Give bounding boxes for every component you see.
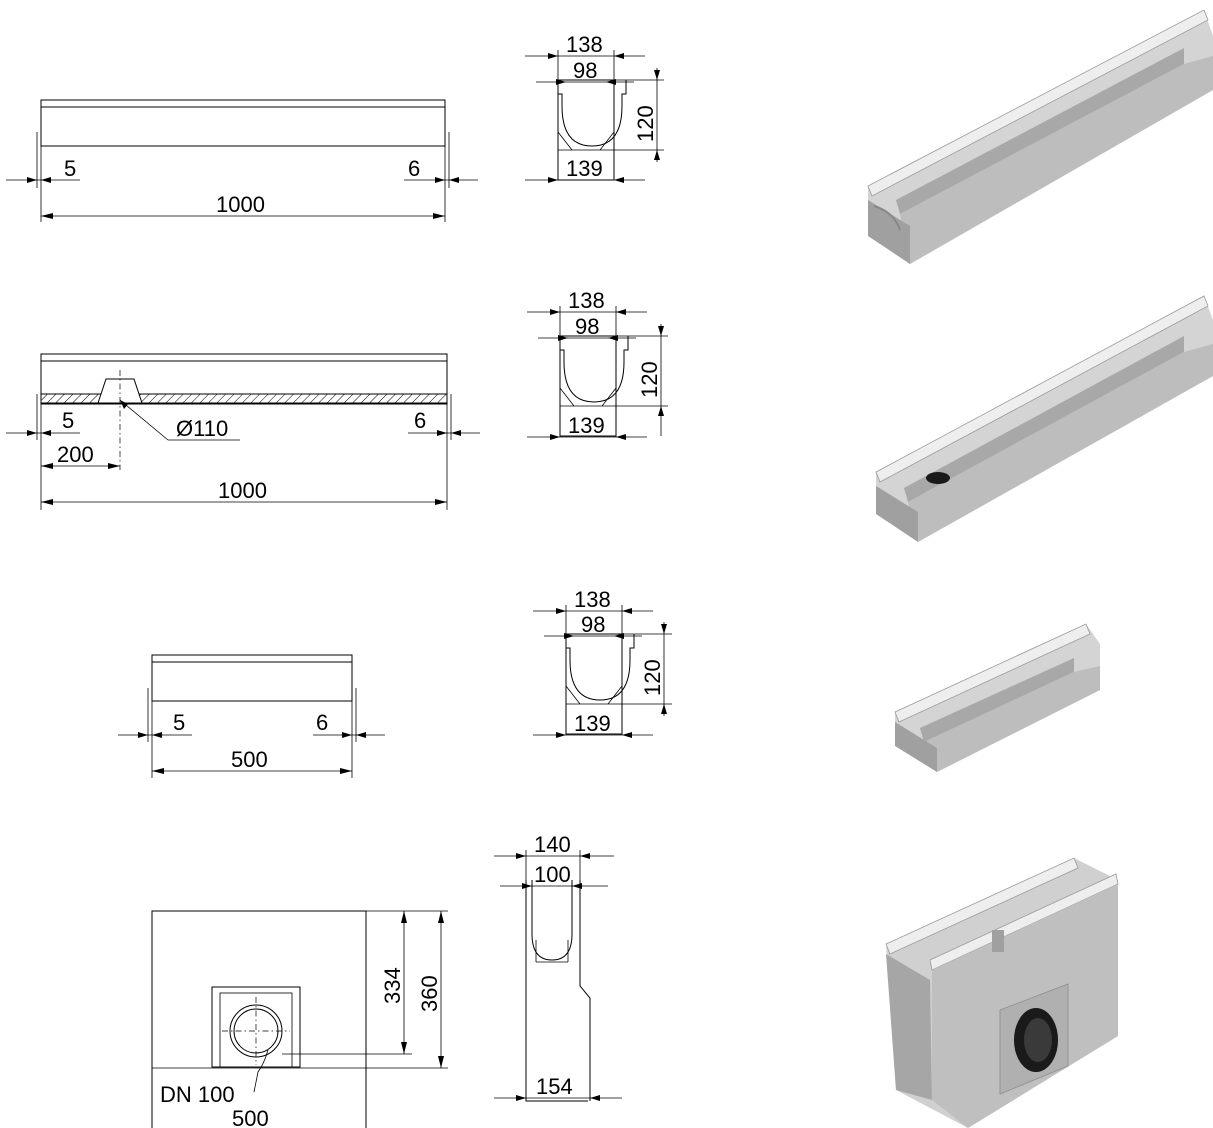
dim-inner-width: 98 — [575, 314, 599, 339]
dim-length: 1000 — [218, 478, 267, 503]
dim-outlet-height: 334 — [380, 967, 405, 1004]
dim-bottom-width: 139 — [566, 156, 603, 181]
channel-1000-outlet-render — [875, 295, 1213, 542]
dim-top-width: 138 — [574, 587, 611, 612]
catch-basin-front-view: 334 360 DN 100 500 — [151, 910, 448, 1128]
channel-1000-outlet-side-view: 5 6 Ø110 200 1000 — [6, 353, 480, 510]
dim-gap-left: 5 — [64, 156, 76, 181]
catch-basin-render — [885, 857, 1119, 1128]
dim-bottom-width: 139 — [568, 413, 605, 438]
dim-total-height: 360 — [417, 975, 442, 1012]
channel-1000-outlet-cross-section: 138 98 120 139 — [527, 288, 668, 440]
catch-basin-cross-section: 140 100 154 — [494, 832, 622, 1102]
dim-outlet-label: DN 100 — [160, 1082, 235, 1107]
dim-inner-width: 98 — [573, 58, 597, 83]
dim-gap-left: 5 — [173, 710, 185, 735]
channel-500-render — [894, 623, 1100, 772]
channel-1000-side-view: 5 6 1000 — [6, 99, 478, 222]
dim-bottom-width: 139 — [574, 711, 611, 736]
dim-top-width: 138 — [568, 288, 605, 313]
dim-bottom-width: 154 — [536, 1074, 573, 1099]
dim-top-width: 138 — [566, 32, 603, 57]
dim-length: 1000 — [216, 192, 265, 217]
channel-500-side-view: 5 6 500 — [118, 654, 385, 778]
dim-gap-right: 6 — [316, 710, 328, 735]
channel-1000-render — [867, 9, 1213, 264]
dim-height: 120 — [633, 105, 658, 142]
dim-outlet-offset: 200 — [57, 442, 94, 467]
dim-inner-width: 100 — [534, 862, 571, 887]
dim-height: 120 — [640, 659, 665, 696]
dim-gap-right: 6 — [408, 156, 420, 181]
dim-inner-width: 98 — [581, 612, 605, 637]
dim-width: 500 — [232, 1106, 269, 1128]
dim-outlet-diameter: Ø110 — [176, 416, 228, 441]
channel-1000-cross-section: 138 98 120 139 — [525, 32, 664, 183]
channel-500-cross-section: 138 98 120 139 — [533, 587, 672, 738]
dim-length: 500 — [231, 747, 268, 772]
dim-gap-right: 6 — [414, 408, 426, 433]
dim-height: 120 — [637, 361, 662, 398]
dim-gap-left: 5 — [62, 408, 74, 433]
dim-top-width: 140 — [534, 832, 571, 857]
